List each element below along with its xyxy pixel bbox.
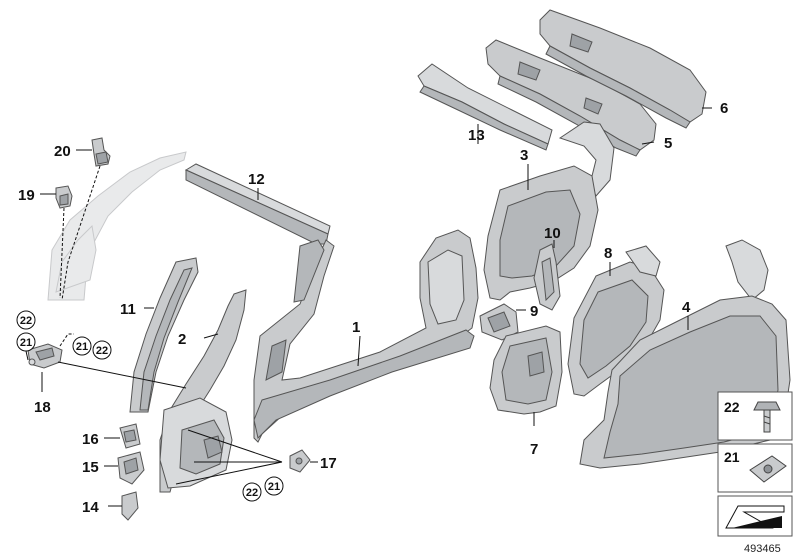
callout-9: 9 — [530, 303, 538, 320]
circled-21-bottom: 21 — [268, 481, 280, 493]
part-11-pillar — [129, 257, 199, 413]
callout-11: 11 — [120, 301, 136, 318]
part-2-b-pillar — [159, 289, 247, 493]
callout-19: 19 — [18, 187, 35, 204]
callout-18: 18 — [34, 399, 51, 416]
circled-22-left: 22 — [20, 315, 32, 327]
part-19-dash — [59, 207, 65, 299]
part-8-wheelhouse — [567, 245, 665, 397]
circled-22-bottom: 22 — [246, 487, 258, 499]
part-9-bracket — [479, 303, 519, 341]
callout-8: 8 — [604, 245, 612, 262]
clip-nut-icon — [749, 455, 787, 483]
part-20-dash — [61, 165, 101, 301]
part-13-roof-rail — [417, 63, 553, 151]
circled-21-mid: 21 — [76, 341, 88, 353]
part-7-panel — [489, 325, 563, 415]
callout-labels: 1 2 3 4 5 6 7 8 9 10 11 12 13 14 15 16 1… — [18, 100, 728, 516]
part-15-bracket — [117, 451, 145, 485]
callout-12: 12 — [248, 171, 265, 188]
callout-15: 15 — [82, 459, 99, 476]
arrow-symbol-icon — [725, 505, 785, 529]
circled-21-left: 21 — [20, 337, 32, 349]
part-18-bracket — [27, 343, 63, 369]
legend-22-label: 22 — [724, 399, 740, 415]
bolt-icon — [753, 401, 781, 433]
part-19-bracket — [55, 185, 73, 209]
leader-lines — [40, 107, 712, 507]
callout-20: 20 — [54, 143, 71, 160]
legend-21-label: 21 — [724, 449, 740, 465]
callout-4: 4 — [682, 299, 691, 316]
callout-10: 10 — [544, 225, 561, 242]
callout-5: 5 — [664, 135, 672, 152]
callout-7: 7 — [530, 441, 538, 458]
callout-3: 3 — [520, 147, 528, 164]
document-number: 493465 — [744, 543, 781, 555]
part-14-bracket — [121, 491, 139, 521]
fastener-legend: 22 21 493465 — [717, 391, 793, 555]
callout-1: 1 — [352, 319, 360, 336]
part-17-nut — [289, 449, 311, 473]
part-1-side-frame — [253, 229, 479, 443]
callout-17: 17 — [320, 455, 337, 472]
callout-6: 6 — [720, 100, 728, 117]
callout-13: 13 — [468, 127, 485, 144]
callout-2: 2 — [178, 331, 186, 348]
part-10-bracket — [533, 243, 561, 311]
part-6-panel — [539, 9, 707, 129]
callout-16: 16 — [82, 431, 99, 448]
part-18-dash — [59, 333, 74, 347]
part-16-bracket — [119, 423, 141, 449]
callout-14: 14 — [82, 499, 99, 516]
circled-22-mid: 22 — [96, 345, 108, 357]
part-3-wheelhouse — [483, 121, 615, 301]
part-20-bracket — [91, 137, 111, 167]
circled-references: 22 21 21 22 22 21 — [16, 310, 284, 502]
ghost-a-pillar — [47, 151, 187, 301]
